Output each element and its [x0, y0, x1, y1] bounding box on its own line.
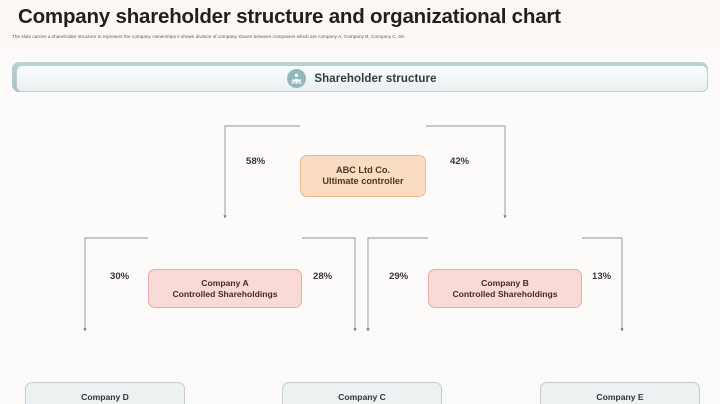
- edge-label-abc-to-company-a: 58%: [246, 156, 266, 167]
- node-line2: Ultimate controller: [322, 176, 404, 186]
- node-company-e[interactable]: Company E Uncontrolled Shareholdings: [540, 382, 700, 404]
- edge-label-abc-to-company-b: 42%: [450, 156, 470, 167]
- node-company-c[interactable]: Company C Controlled Shareholdings: [282, 382, 442, 404]
- node-line1: Company B: [481, 277, 529, 288]
- node-line2: Controlled Shareholdings: [309, 403, 414, 404]
- edge-label-company-a-to-company-d: 30%: [110, 271, 130, 282]
- page-title: Company shareholder structure and organi…: [18, 5, 561, 28]
- content-panel: Shareholder structure: [0, 50, 720, 404]
- node-company-d[interactable]: Company D Uncontrolled Shareholdings: [25, 382, 185, 404]
- edge-label-company-a-to-company-c: 28%: [313, 271, 333, 282]
- edge-label-company-b-to-company-c: 29%: [389, 271, 409, 282]
- node-company-b[interactable]: Company B Controlled Shareholdings: [428, 269, 582, 308]
- connector-lines: [83, 125, 624, 332]
- node-line1: Company E: [596, 391, 644, 402]
- people-group-icon: [287, 69, 307, 88]
- node-line2: Controlled Shareholdings: [172, 288, 278, 299]
- node-line1: Company C: [338, 391, 386, 402]
- edge-label-company-b-to-company-e: 13%: [592, 271, 612, 282]
- section-header-bar[interactable]: Shareholder structure: [16, 65, 708, 92]
- node-line2: Controlled Shareholdings: [452, 288, 558, 299]
- node-line2: Uncontrolled Shareholdings: [562, 403, 677, 404]
- node-line2: Uncontrolled Shareholdings: [47, 403, 162, 404]
- node-line1: ABC Ltd Co.: [335, 164, 391, 175]
- page-subtitle: The slide carries a shareholder structur…: [12, 34, 405, 39]
- section-header-label: Shareholder structure: [314, 72, 437, 85]
- node-line1: Company A: [201, 277, 249, 288]
- title-band: Company shareholder structure and organi…: [0, 0, 720, 50]
- node-line1: Company D: [81, 391, 129, 402]
- node-company-a[interactable]: Company A Controlled Shareholdings: [148, 269, 302, 308]
- node-abc-ltd-co[interactable]: ABC Ltd Co. Ultimate controller: [300, 155, 426, 197]
